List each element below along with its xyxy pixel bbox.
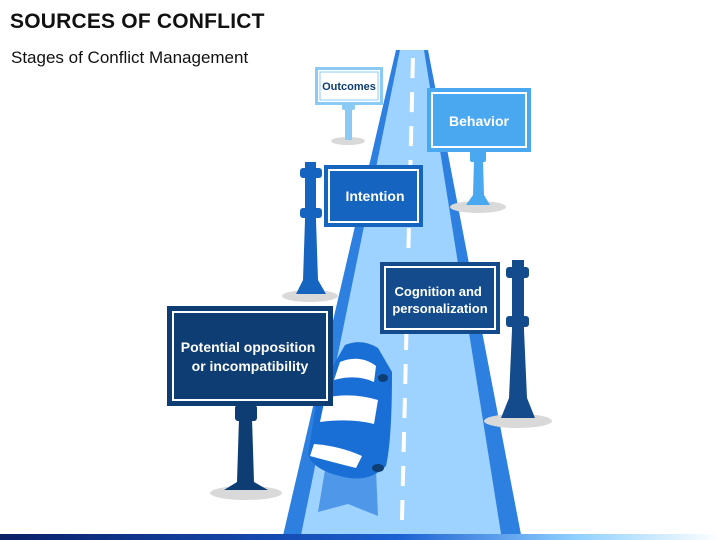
stage-label-outcomes: Outcomes <box>322 81 376 93</box>
stage-label-intention: Intention <box>345 188 404 204</box>
page-title: SOURCES OF CONFLICT <box>10 10 265 33</box>
stage-label-line: or incompatibility <box>192 358 309 374</box>
stage-label-line: Behavior <box>449 113 509 129</box>
stage-label-line: Potential opposition <box>181 339 316 355</box>
sign-outcomes: Outcomes <box>315 67 383 145</box>
stage-label-behavior: Behavior <box>449 113 509 129</box>
stage-label-line: personalization <box>392 301 487 316</box>
stage-label-line: Outcomes <box>322 81 376 93</box>
sign-behavior: Behavior <box>427 88 531 213</box>
stage-label-potential-opposition: Potential opposition or incompatibility <box>181 339 319 374</box>
sign-potential-opposition: Potential opposition or incompatibility <box>167 306 333 500</box>
footer-bar <box>0 534 720 540</box>
page-subtitle: Stages of Conflict Management <box>11 48 249 67</box>
sign-intention: Intention <box>282 162 423 302</box>
stage-label-line: Intention <box>345 188 404 204</box>
stage-label-line: Cognition and <box>395 284 482 299</box>
stage-label-cognition: Cognition and personalization <box>392 284 487 316</box>
sign-cognition: Cognition and personalization <box>380 260 552 428</box>
